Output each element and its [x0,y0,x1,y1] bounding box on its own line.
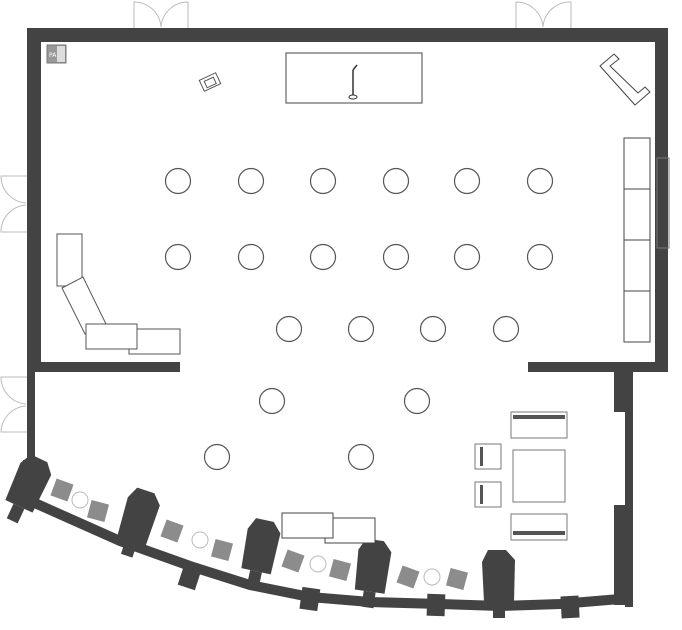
column-booth [560,595,580,619]
cocktail-table [309,555,327,573]
podium-icon [198,72,222,92]
speaker-booth [482,550,515,618]
column-booth [426,593,446,617]
speaker-booth [5,454,52,524]
round-table [382,167,410,195]
round-table [237,167,265,195]
right-wall-upper [655,28,668,372]
seat [86,499,110,523]
armchair [474,443,502,470]
round-table [258,387,286,415]
lounge-right [474,411,568,541]
logo-text: PA [49,52,57,59]
round-table [382,243,410,271]
top-wall [27,28,668,42]
column-booth [299,586,321,612]
seat [328,558,352,582]
booths [5,454,580,619]
doors [0,1,572,433]
round-tables [164,167,554,471]
door-left-lower [0,376,27,433]
round-table [526,167,554,195]
round-table [403,387,431,415]
round-table [347,443,375,471]
cocktail-table [71,491,89,509]
left-wall-lower [27,362,35,462]
buffet-tables [281,512,376,544]
round-table [275,315,303,343]
right-wall-pier-2 [614,505,626,605]
bar-counter [599,53,651,106]
round-table [309,167,337,195]
door-top-left [133,1,189,28]
round-table [237,243,265,271]
left-wall-upper [27,28,41,372]
cocktail-table [423,568,441,586]
round-table [453,167,481,195]
speaker-booth [354,538,392,609]
cocktail-table [191,531,209,549]
stage [285,52,423,104]
column-booth [177,563,202,591]
speaker-booth [117,487,160,558]
round-table [453,243,481,271]
round-table [309,243,337,271]
inner-wall-left [35,362,180,372]
round-table [419,315,447,343]
lounge-sofa-left [56,233,181,355]
inner-wall-right [528,362,668,372]
pa-logo: PA [46,44,67,64]
door-top-right [515,1,572,28]
armchair [474,481,502,508]
bench-right [623,137,651,343]
round-table [164,167,192,195]
seat [281,549,305,573]
wall-recess [656,157,670,249]
round-table [347,315,375,343]
right-wall-lower [625,362,633,607]
round-table [492,315,520,343]
seat [445,567,469,591]
seat [396,565,420,589]
speaker-booth [241,518,281,589]
walls [27,28,668,607]
door-left-upper [0,175,27,233]
round-table [203,443,231,471]
round-table [526,243,554,271]
coffee-table [512,449,566,503]
seat [210,538,234,562]
seat [160,519,184,543]
round-table [164,243,192,271]
right-wall-pier-1 [614,372,626,412]
sofa [510,513,568,541]
seat [50,478,74,502]
